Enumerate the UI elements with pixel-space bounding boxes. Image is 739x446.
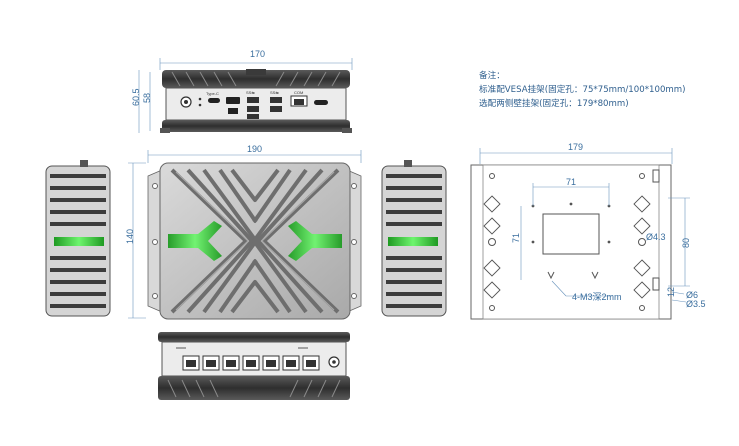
dim-top-height-inner: 58 — [142, 93, 152, 103]
usb-port-icon — [247, 106, 259, 112]
dim-slot-dia-35: Ø3.5 — [686, 299, 706, 309]
usb-port-icon — [270, 97, 282, 103]
dim-slot-height: 12 — [666, 287, 676, 297]
side-view-left — [45, 160, 111, 317]
bracket-view: 179 71 71 4-M3深2mm 80 — [470, 142, 706, 320]
dim-main-height: 140 — [125, 229, 135, 244]
screw-spec-label: 4-M3深2mm — [572, 292, 622, 302]
notes-block: 备注： 标准配VESA挂架(固定孔：75*75mm/100*100mm) 选配两… — [479, 69, 686, 111]
dim-hole-dia: Ø4.3 — [646, 232, 666, 242]
rear-view — [158, 332, 350, 400]
hdmi-port-icon — [226, 97, 240, 104]
chevron-fins — [170, 168, 340, 314]
green-accent-side-right — [388, 237, 438, 246]
dim-bracket-width: 179 — [568, 142, 583, 152]
side-view-right — [381, 160, 447, 317]
antenna-port-icon — [314, 100, 328, 105]
com-label: COM — [294, 90, 303, 95]
green-accent-left — [168, 221, 222, 261]
notes-line-wall: 选配两侧壁挂架(固定孔：179*80mm) — [479, 99, 629, 109]
notes-line-vesa: 标准配VESA挂架(固定孔：75*75mm/100*100mm) — [479, 85, 686, 95]
green-accent-side-left — [54, 237, 104, 246]
dim-bracket-height: 80 — [681, 238, 691, 248]
dim-vesa-inner: 71 — [566, 177, 576, 187]
vesa-cutout — [542, 213, 600, 255]
top-view: 190 140 — [125, 144, 362, 320]
dp-port-icon — [228, 108, 238, 114]
usb-port-icon — [270, 106, 282, 112]
usb3-label-a: SS⇆ — [246, 90, 255, 95]
green-accent-right — [288, 221, 342, 261]
top-heatsink — [162, 70, 350, 88]
dim-main-width: 190 — [247, 144, 262, 154]
usb-port-icon — [247, 97, 259, 103]
usb3-label-b: SS⇆ — [270, 90, 279, 95]
front-view: 170 60.5 58 Type-C SS⇆ SS⇆ — [131, 49, 353, 133]
typec-label: Type-C — [206, 91, 219, 96]
typec-port-icon — [208, 98, 220, 103]
dim-top-height-outer: 60.5 — [131, 88, 141, 106]
dim-slot-dia-6: Ø6 — [686, 290, 698, 300]
bottom-heatsink — [162, 120, 350, 132]
dim-vesa-side: 71 — [511, 233, 521, 243]
notes-title: 备注： — [479, 71, 505, 81]
dim-top-width: 170 — [250, 49, 265, 59]
